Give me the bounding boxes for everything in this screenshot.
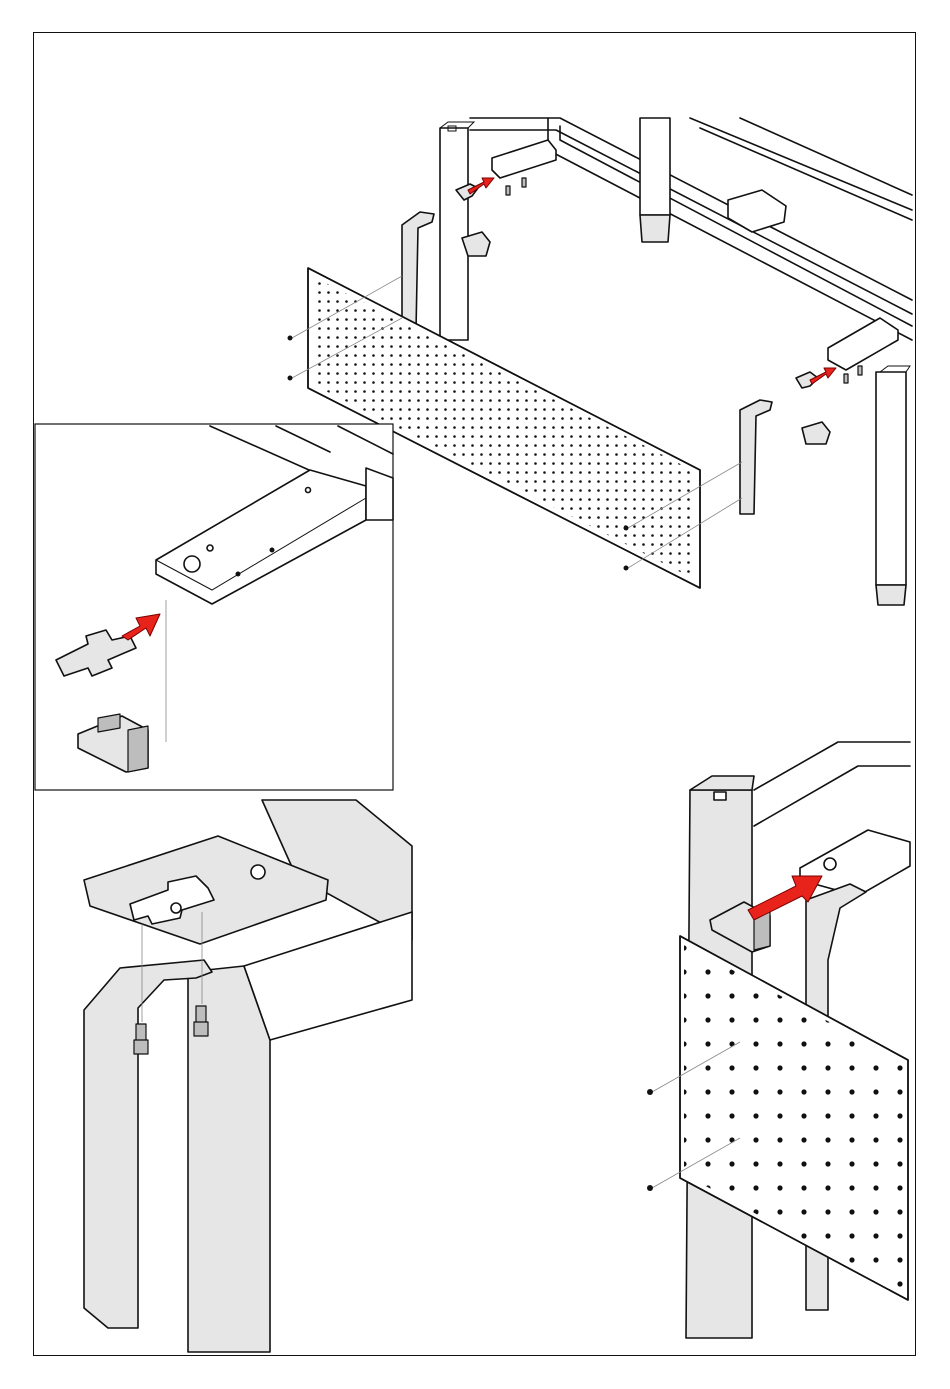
screws-overview: [506, 178, 862, 383]
leg-front-right: [876, 366, 910, 605]
leg-front-left: [440, 122, 474, 340]
control-box: [728, 190, 786, 232]
rail-bracket-left: [492, 140, 556, 178]
rail-bracket-right: [828, 318, 898, 370]
panel-bracket-right: [740, 400, 772, 514]
frame-rail-front: [548, 118, 912, 340]
detail-leg-panel: [647, 742, 910, 1338]
detail-bracket-insert: [35, 424, 393, 790]
detail-leg-bracket-screws: [84, 800, 412, 1352]
end-cap-right: [802, 422, 830, 444]
panel-bracket-left: [402, 212, 434, 330]
leg-rear-right: [640, 118, 670, 242]
